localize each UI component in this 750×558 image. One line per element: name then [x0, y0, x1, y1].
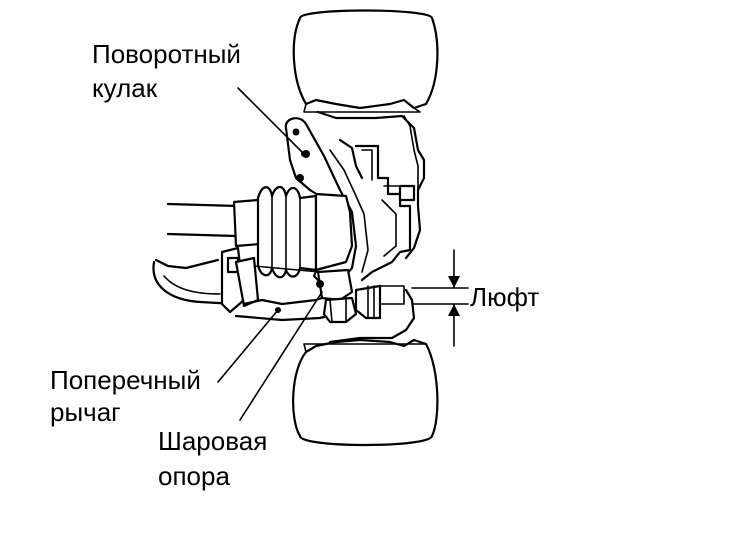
label-lower-arm-line2: рычаг [50, 397, 121, 427]
hub-assembly [354, 144, 416, 320]
cv-boot [256, 185, 354, 279]
ball-joint [316, 268, 358, 324]
drive-shaft [166, 198, 262, 248]
play-dimension [411, 249, 469, 347]
label-ball-joint-line1: Шаровая [158, 426, 268, 456]
label-ball-joint-line2: опора [158, 461, 230, 491]
leader-ball-joint [239, 291, 323, 421]
leader-lines [217, 87, 323, 421]
leader-lower-arm [217, 309, 279, 383]
label-play: Люфт [470, 282, 540, 312]
tire-upper [292, 9, 439, 113]
label-knuckle-line2: кулак [92, 73, 158, 103]
label-knuckle-line1: Поворотный [92, 39, 241, 69]
wheel-rim [316, 110, 426, 344]
label-lower-arm-line1: Поперечный [50, 365, 201, 395]
tire-lower [292, 338, 439, 447]
leader-knuckle [237, 87, 305, 155]
